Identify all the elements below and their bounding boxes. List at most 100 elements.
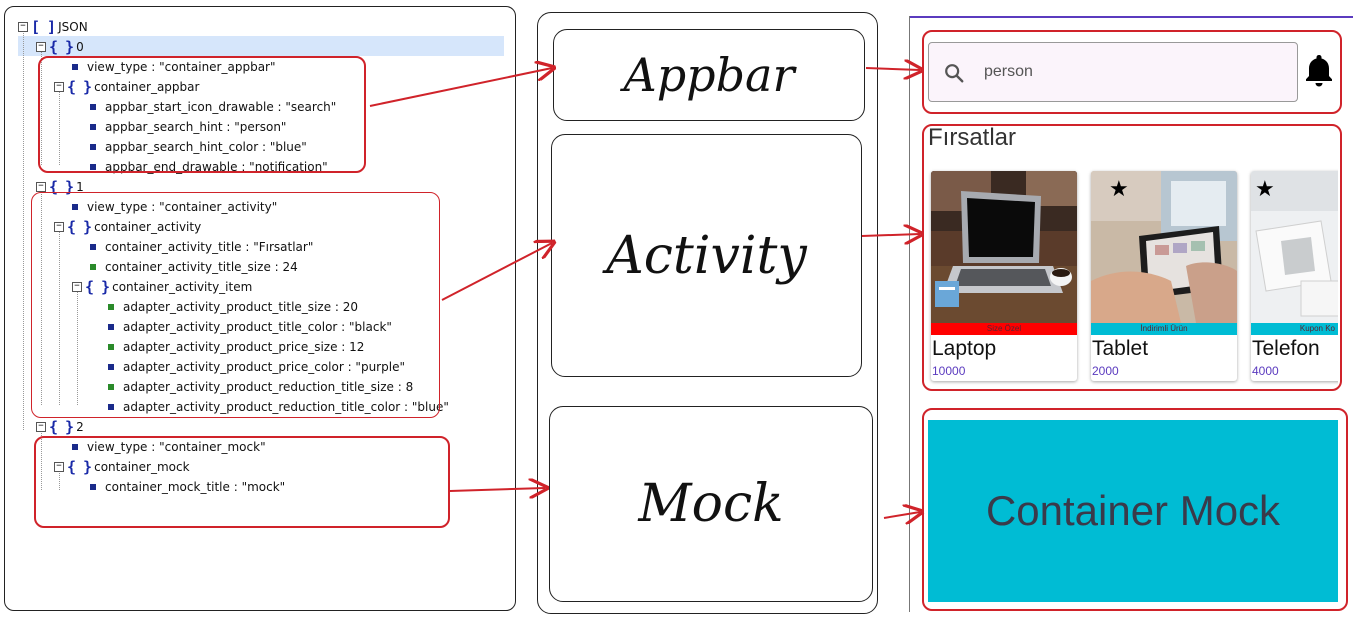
product-title: Tablet <box>1092 337 1149 360</box>
collapse-toggle-icon[interactable]: − <box>54 81 64 92</box>
tree-row-label: adapter_activity_product_price_color : "… <box>123 359 405 374</box>
collapse-toggle-icon[interactable]: − <box>36 421 46 432</box>
collapse-toggle-icon[interactable]: − <box>36 41 46 52</box>
tree-row-label: view_type : "container_activity" <box>87 199 278 214</box>
tree-row-label: adapter_activity_product_title_size : 20 <box>123 299 359 314</box>
product-image-laptop <box>931 171 1077 323</box>
array-icon: [ ] <box>31 17 56 36</box>
string-value-icon <box>72 443 78 450</box>
tree-row-label: 1 <box>76 179 84 194</box>
arrow-mock-tree-to-component <box>449 488 545 491</box>
collapse-toggle-icon[interactable]: − <box>36 181 46 192</box>
tree-node-row[interactable]: −{ }0 <box>36 36 84 56</box>
phone-activity-highlight <box>922 124 1342 391</box>
tree-row-label: container_activity_title : "Fırsatlar" <box>105 239 314 254</box>
arrow-appbar-component-to-phone <box>865 68 920 70</box>
arrow-activity-tree-to-component <box>441 243 552 301</box>
tree-node-row[interactable]: −{ }container_appbar <box>54 76 199 96</box>
collapse-toggle-icon[interactable]: − <box>18 21 28 32</box>
product-card[interactable]: Size Özel Laptop 10000 <box>931 171 1077 381</box>
tree-leaf-row[interactable]: adapter_activity_product_reduction_title… <box>108 376 413 396</box>
tree-row-label: appbar_end_drawable : "notification" <box>105 159 328 174</box>
product-carousel[interactable]: Size Özel Laptop 10000 ★ İndirimli Ürün … <box>928 160 1338 390</box>
phone-edge <box>909 16 910 612</box>
activity-component-box: Activity <box>551 134 862 377</box>
tree-leaf-row[interactable]: container_activity_title_size : 24 <box>90 256 298 276</box>
number-value-icon <box>108 383 114 390</box>
activity-component-label: Activity <box>606 225 807 286</box>
object-icon: { } <box>85 277 110 296</box>
tree-row-label: 2 <box>76 419 84 434</box>
tree-node-row[interactable]: −{ }container_activity_item <box>72 276 252 296</box>
search-icon[interactable] <box>943 62 965 84</box>
product-card[interactable]: ★ İndirimli Ürün Tablet 2000 <box>1091 171 1237 381</box>
tree-node-row[interactable]: −{ }container_mock <box>54 456 190 476</box>
star-icon: ★ <box>1109 177 1129 202</box>
tree-selected-row-highlight <box>18 36 504 56</box>
tree-leaf-row[interactable]: adapter_activity_product_reduction_title… <box>108 396 449 416</box>
tree-leaf-row[interactable]: appbar_search_hint : "person" <box>90 116 286 136</box>
tree-row-label: container_appbar <box>94 79 200 94</box>
search-input[interactable]: person <box>984 63 1033 80</box>
product-title: Laptop <box>932 337 997 360</box>
tree-leaf-row[interactable]: container_mock_title : "mock" <box>90 476 285 496</box>
component-panel <box>537 12 878 614</box>
appbar-component-label: Appbar <box>623 48 795 102</box>
collapse-toggle-icon[interactable]: − <box>54 221 64 232</box>
tree-guide <box>59 230 60 405</box>
phone-status-strip <box>910 16 1353 18</box>
number-value-icon <box>108 343 114 350</box>
string-value-icon <box>72 203 78 210</box>
object-icon: { } <box>49 37 74 56</box>
mock-component-label: Mock <box>638 474 784 534</box>
search-bar[interactable]: person <box>928 42 1298 102</box>
string-value-icon <box>90 163 96 170</box>
appbar-highlight-box <box>38 56 366 173</box>
collapse-toggle-icon[interactable]: − <box>54 461 64 472</box>
product-image-tablet: ★ <box>1091 171 1237 323</box>
tree-leaf-row[interactable]: view_type : "container_appbar" <box>72 56 276 76</box>
tree-guide <box>41 190 42 405</box>
container-mock-title: Container Mock <box>985 487 1281 534</box>
product-price: 2000 <box>1092 364 1119 378</box>
tree-leaf-row[interactable]: adapter_activity_product_title_color : "… <box>108 316 392 336</box>
product-card[interactable]: ★ Kupon Ko Telefon 4000 <box>1251 171 1338 381</box>
collapse-toggle-icon[interactable]: − <box>72 281 82 292</box>
object-icon: { } <box>67 77 92 96</box>
json-tree-panel <box>4 6 516 611</box>
object-icon: { } <box>49 417 74 436</box>
product-title: Telefon <box>1252 337 1320 360</box>
tree-leaf-row[interactable]: adapter_activity_product_price_size : 12 <box>108 336 364 356</box>
tree-leaf-row[interactable]: appbar_search_hint_color : "blue" <box>90 136 307 156</box>
bell-icon[interactable] <box>1303 52 1335 88</box>
tree-leaf-row[interactable]: appbar_start_icon_drawable : "search" <box>90 96 336 116</box>
tree-guide <box>41 430 42 490</box>
tree-node-row[interactable]: −[ ]JSON <box>18 16 88 36</box>
string-value-icon <box>108 323 114 330</box>
tree-leaf-row[interactable]: container_activity_title : "Fırsatlar" <box>90 236 313 256</box>
number-value-icon <box>108 303 114 310</box>
tree-leaf-row[interactable]: adapter_activity_product_price_color : "… <box>108 356 405 376</box>
object-icon: { } <box>49 177 74 196</box>
tree-node-row[interactable]: −{ }2 <box>36 416 84 436</box>
object-icon: { } <box>67 457 92 476</box>
tree-leaf-row[interactable]: view_type : "container_activity" <box>72 196 277 216</box>
tree-row-label: 0 <box>76 39 84 54</box>
arrow-activity-component-to-phone <box>861 234 920 236</box>
tree-leaf-row[interactable]: adapter_activity_product_title_size : 20 <box>108 296 358 316</box>
product-tag: Kupon Ko <box>1251 323 1338 335</box>
appbar-component-box: Appbar <box>553 29 865 121</box>
tree-node-row[interactable]: −{ }container_activity <box>54 216 201 236</box>
string-value-icon <box>90 123 96 130</box>
tree-row-label: container_mock <box>94 459 190 474</box>
tree-node-row[interactable]: −{ }1 <box>36 176 84 196</box>
string-value-icon <box>90 103 96 110</box>
tree-row-label: view_type : "container_mock" <box>87 439 266 454</box>
tree-leaf-row[interactable]: view_type : "container_mock" <box>72 436 266 456</box>
tree-row-label: appbar_search_hint_color : "blue" <box>105 139 307 154</box>
section-title: Fırsatlar <box>928 124 1017 151</box>
tree-row-label: container_mock_title : "mock" <box>105 479 286 494</box>
tree-leaf-row[interactable]: appbar_end_drawable : "notification" <box>90 156 328 176</box>
string-value-icon <box>90 143 96 150</box>
tree-row-label: adapter_activity_product_reduction_title… <box>123 399 449 414</box>
